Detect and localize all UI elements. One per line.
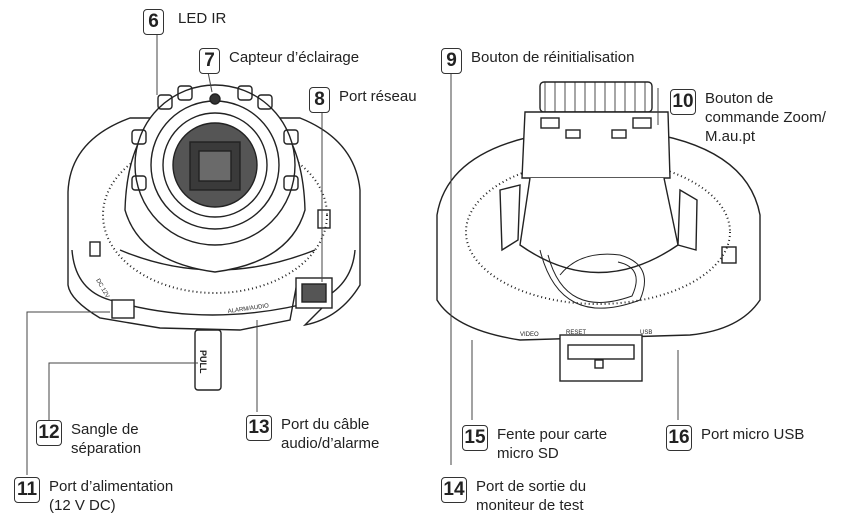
callout-9: 9 Bouton de réinitialisation bbox=[441, 48, 634, 74]
callout-8: 8 Port réseau bbox=[309, 87, 417, 113]
leader-lines bbox=[26, 30, 679, 475]
callout-label: Bouton de commande Zoom/ M.au.pt bbox=[705, 90, 826, 145]
callout-16: 16 Port micro USB bbox=[666, 425, 804, 451]
callout-label: Sangle de séparation bbox=[71, 421, 142, 457]
callout-number: 6 bbox=[143, 9, 164, 35]
callout-14: 14 Port de sortie du moniteur de test bbox=[441, 477, 586, 515]
callout-label: Port micro USB bbox=[701, 426, 805, 443]
camera-back-illustration bbox=[436, 81, 761, 382]
callout-label: Bouton de réinitialisation bbox=[471, 49, 635, 66]
callout-11: 11 Port d’alimentation (12 V DC) bbox=[14, 477, 173, 515]
callout-12: 12 Sangle de séparation bbox=[36, 420, 141, 458]
callout-label: Port de sortie du moniteur de test bbox=[476, 478, 587, 514]
callout-number: 12 bbox=[36, 420, 62, 446]
video-marking: VIDEO bbox=[520, 332, 539, 338]
callout-10: 10 Bouton de commande Zoom/ M.au.pt bbox=[670, 89, 826, 146]
callout-number: 7 bbox=[199, 48, 220, 74]
callout-number: 11 bbox=[14, 477, 40, 503]
usb-marking: USB bbox=[640, 330, 652, 336]
callout-label: Port réseau bbox=[339, 88, 417, 105]
alarm-audio-marking: ALARM/AUDIO bbox=[227, 303, 269, 315]
bottom-port-panel bbox=[559, 334, 643, 382]
callout-label: LED IR bbox=[178, 10, 227, 27]
callout-13: 13 Port du câble audio/d’alarme bbox=[246, 415, 379, 453]
pull-tab-text: PULL bbox=[198, 350, 208, 374]
callout-number: 9 bbox=[441, 48, 462, 74]
callout-15: 15 Fente pour carte micro SD bbox=[462, 425, 607, 463]
callout-label: Capteur d’éclairage bbox=[229, 49, 360, 66]
reset-marking: RESET bbox=[566, 330, 586, 336]
callout-number: 14 bbox=[441, 477, 467, 503]
light-sensor-dot bbox=[209, 93, 221, 105]
callout-number: 16 bbox=[666, 425, 692, 451]
callout-number: 10 bbox=[670, 89, 696, 115]
callout-number: 8 bbox=[309, 87, 330, 113]
callout-number: 13 bbox=[246, 415, 272, 441]
callout-label: Fente pour carte micro SD bbox=[497, 426, 608, 462]
callout-label: Port du câble audio/d’alarme bbox=[281, 416, 380, 452]
callout-number: 15 bbox=[462, 425, 488, 451]
callout-7: 7 Capteur d’éclairage bbox=[199, 48, 359, 74]
pull-tab bbox=[194, 329, 222, 391]
callout-label: Port d’alimentation (12 V DC) bbox=[49, 478, 174, 514]
callout-6: 6 LED IR bbox=[143, 9, 226, 35]
